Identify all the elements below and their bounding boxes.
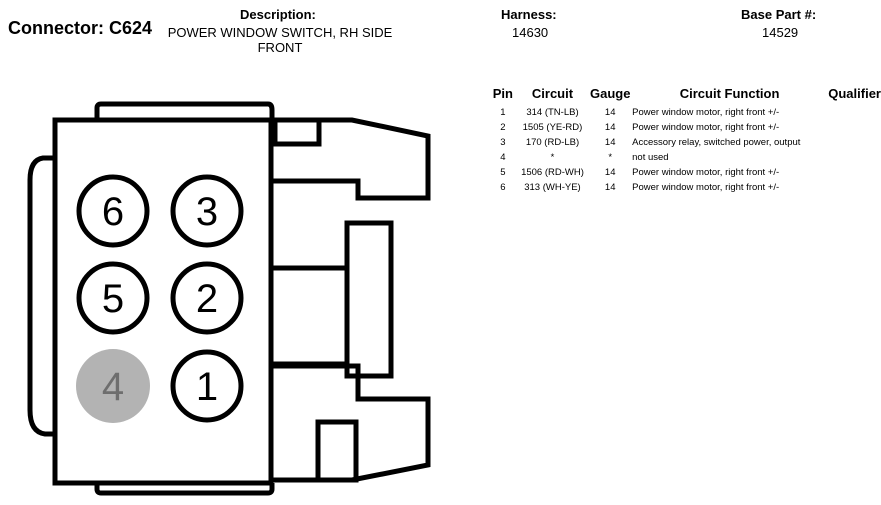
pin-number-2: 2 xyxy=(196,277,218,321)
cell-qualifier xyxy=(827,135,881,150)
pin-number-1: 1 xyxy=(196,365,218,409)
base-part-title: Base Part #: xyxy=(741,7,817,22)
cell-pin: 4 xyxy=(500,152,506,163)
pin-cavity-6 xyxy=(76,174,150,248)
table-row: 2 1505 (YE-RD) 14 Power window motor, ri… xyxy=(489,120,881,135)
cell-function: Power window motor, right front +/- xyxy=(632,182,780,193)
table-row: 6 313 (WH-YE) 14 Power window motor, rig… xyxy=(489,180,881,195)
table-header-row: Pin Circuit Gauge Circuit Function Quali… xyxy=(489,86,881,105)
cell-gauge: 14 xyxy=(604,107,616,118)
cell-circuit: 1506 (RD-WH) xyxy=(521,167,584,178)
connector-body xyxy=(52,117,274,486)
cell-gauge: 14 xyxy=(604,167,616,178)
table-row: 1 314 (TN-LB) 14 Power window motor, rig… xyxy=(489,105,881,120)
left-ridge xyxy=(27,155,55,437)
cell-function: Accessory relay, switched power, output xyxy=(632,137,801,148)
cell-pin: 6 xyxy=(500,182,506,193)
pin-number-4: 4 xyxy=(102,365,124,409)
cell-pin: 1 xyxy=(500,107,506,118)
cell-qualifier xyxy=(827,165,881,180)
upper-lock-arm xyxy=(271,117,431,201)
pin-cavity-2 xyxy=(170,261,244,335)
cell-circuit: 313 (WH-YE) xyxy=(524,182,581,193)
cell-qualifier xyxy=(827,180,881,195)
column-header-pin: Pin xyxy=(492,86,513,101)
column-header-gauge: Gauge xyxy=(589,86,631,101)
cell-circuit: 1505 (YE-RD) xyxy=(522,122,583,133)
connector-label: Connector: C624 xyxy=(8,18,153,38)
cell-circuit: * xyxy=(550,152,555,163)
pin-cavity-4 xyxy=(76,349,150,423)
cell-gauge: * xyxy=(608,152,613,163)
pin-table: Pin Circuit Gauge Circuit Function Quali… xyxy=(489,86,881,195)
cell-gauge: 14 xyxy=(604,137,616,148)
harness-title: Harness: xyxy=(501,7,557,22)
lower-latch xyxy=(315,419,359,483)
cell-pin: 2 xyxy=(500,122,506,133)
cell-gauge: 14 xyxy=(604,122,616,133)
pin-number-3: 3 xyxy=(196,190,218,234)
cell-pin: 3 xyxy=(500,137,506,148)
column-header-circuit-function: Circuit Function xyxy=(679,86,780,101)
column-header-circuit: Circuit xyxy=(531,86,574,101)
cell-gauge: 14 xyxy=(604,182,616,193)
pin-cavity-5 xyxy=(76,261,150,335)
table-row: 4 * * not used xyxy=(489,150,881,165)
center-tab xyxy=(344,220,394,379)
table-row: 5 1506 (RD-WH) 14 Power window motor, ri… xyxy=(489,165,881,180)
cell-circuit: 314 (TN-LB) xyxy=(526,107,579,118)
cell-qualifier xyxy=(827,120,881,135)
pin-cavity-3 xyxy=(170,174,244,248)
top-lip xyxy=(94,101,275,120)
description-title: Description: xyxy=(240,7,316,22)
bottom-lip xyxy=(94,483,275,496)
cell-function: Power window motor, right front +/- xyxy=(632,107,780,118)
cell-function: Power window motor, right front +/- xyxy=(632,122,780,133)
cell-qualifier xyxy=(827,105,881,120)
harness-value: 14630 xyxy=(512,25,549,40)
cell-pin: 5 xyxy=(500,167,506,178)
cell-function: not used xyxy=(632,152,669,163)
upper-latch xyxy=(272,117,322,147)
cell-circuit: 170 (RD-LB) xyxy=(525,137,580,148)
pin-cavity-1 xyxy=(170,349,244,423)
description-value: POWER WINDOW SWITCH, RH SIDE FRONT xyxy=(167,25,393,55)
pin-number-5: 5 xyxy=(102,277,124,321)
column-header-qualifier: Qualifier xyxy=(828,86,881,101)
base-part-value: 14529 xyxy=(762,25,799,40)
cell-function: Power window motor, right front +/- xyxy=(632,167,780,178)
table-row: 3 170 (RD-LB) 14 Accessory relay, switch… xyxy=(489,135,881,150)
pin-number-6: 6 xyxy=(102,190,124,234)
middle-key xyxy=(271,265,350,367)
cell-qualifier xyxy=(827,150,881,165)
